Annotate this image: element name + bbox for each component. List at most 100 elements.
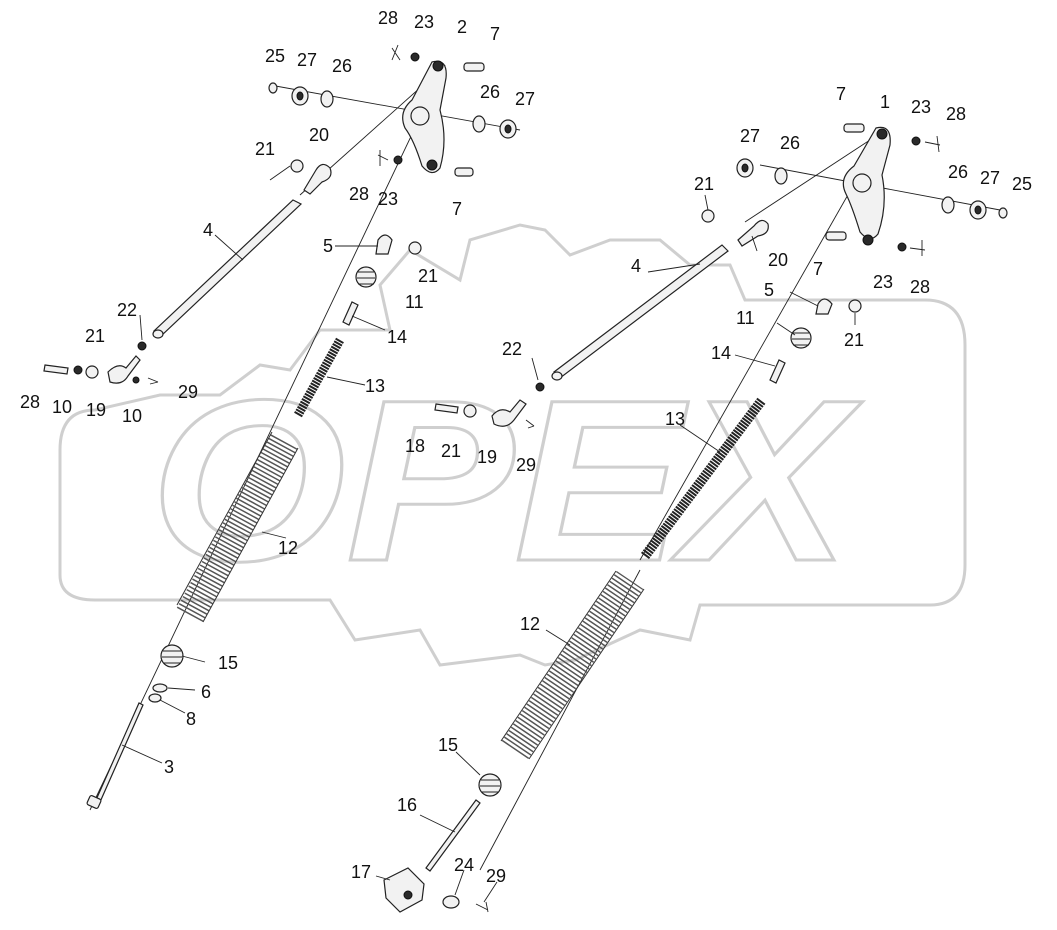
tube-4-left: [152, 199, 303, 336]
nut-23-bottom: [393, 155, 403, 165]
callout-21: 21: [441, 441, 461, 461]
callout-7: 7: [490, 24, 500, 44]
nut-21-top: [290, 159, 304, 173]
watermark-text: OPEX: [150, 352, 863, 609]
cotter-28-right-bottom: [909, 240, 926, 256]
pin-7-right-bottom: [825, 231, 847, 241]
callout-28: 28: [378, 8, 398, 28]
callout-labels: 28 23 2 7 25 27 26 26 27 21 20 28 23 7 4…: [20, 8, 1032, 886]
washer-10-a: [73, 365, 83, 375]
callout-27: 27: [740, 126, 760, 146]
nut-23-top: [410, 52, 420, 62]
callout-27: 27: [515, 89, 535, 109]
callout-22: 22: [502, 339, 522, 359]
callout-26: 26: [332, 56, 352, 76]
watermark-gear-outline: [58, 223, 967, 667]
ring-26-right-b: [941, 196, 955, 214]
callout-19: 19: [86, 400, 106, 420]
callout-7: 7: [836, 84, 846, 104]
stud-14-right: [769, 359, 786, 384]
callout-23: 23: [873, 272, 893, 292]
washer-5-right: [815, 298, 833, 315]
callout-22: 22: [117, 300, 137, 320]
callout-23: 23: [378, 189, 398, 209]
cup-15-right: [478, 773, 502, 797]
callout-21: 21: [418, 266, 438, 286]
callout-13: 13: [365, 376, 385, 396]
callout-15: 15: [438, 735, 458, 755]
callout-24: 24: [454, 855, 474, 875]
callout-3: 3: [164, 757, 174, 777]
callout-11: 11: [736, 308, 755, 328]
ball-22-left: [137, 341, 147, 351]
callout-29: 29: [178, 382, 198, 402]
callout-28: 28: [349, 184, 369, 204]
cotter-29-bottom: [475, 901, 489, 913]
cotter-28-right-top: [924, 135, 941, 153]
pin-7-right-top: [843, 123, 865, 133]
callout-18: 18: [405, 436, 425, 456]
callout-10: 10: [122, 406, 142, 426]
callout-25: 25: [1012, 174, 1032, 194]
callout-5: 5: [764, 280, 774, 300]
callout-28: 28: [946, 104, 966, 124]
nut-21-right-mid: [848, 299, 862, 313]
nut-23-right-top: [911, 136, 921, 146]
pin-7-bottom: [454, 167, 474, 177]
cup-15-left: [160, 644, 184, 668]
callout-29: 29: [486, 866, 506, 886]
clevis-19-right: [491, 399, 527, 427]
stud-14-left: [342, 301, 359, 326]
callout-26: 26: [948, 162, 968, 182]
callout-21: 21: [255, 139, 275, 159]
callout-21: 21: [844, 330, 864, 350]
rod-16: [425, 799, 481, 872]
callout-8: 8: [186, 709, 196, 729]
washer-5-left: [375, 234, 393, 255]
washer-6: [152, 683, 168, 693]
callout-23: 23: [911, 97, 931, 117]
callout-15: 15: [218, 653, 238, 673]
callout-28: 28: [20, 392, 40, 412]
block-17: [383, 867, 425, 913]
nut-21-right: [408, 241, 422, 255]
spring-12-left: [176, 432, 299, 623]
callout-1: 1: [880, 92, 890, 112]
callout-10: 10: [52, 397, 72, 417]
bolt-3: [95, 702, 144, 803]
callout-12: 12: [520, 614, 540, 634]
callout-20: 20: [309, 125, 329, 145]
callout-5: 5: [323, 236, 333, 256]
callout-27: 27: [980, 168, 1000, 188]
pin-18: [434, 403, 459, 414]
nut-21-right-top: [701, 209, 715, 223]
callout-14: 14: [387, 327, 407, 347]
right-assembly: [375, 123, 1008, 913]
callout-21: 21: [85, 326, 105, 346]
callout-26: 26: [780, 133, 800, 153]
callout-4: 4: [203, 220, 213, 240]
callout-23: 23: [414, 12, 434, 32]
ring-25-left: [268, 82, 278, 94]
ring-25-right: [998, 207, 1008, 219]
callout-13: 13: [665, 409, 685, 429]
washer-10-b: [132, 376, 140, 384]
washer-24: [442, 895, 460, 909]
spring-13-left: [294, 337, 344, 418]
left-assembly: [43, 44, 521, 811]
watermark: OPEX: [58, 223, 967, 667]
callout-6: 6: [201, 682, 211, 702]
callout-19: 19: [477, 447, 497, 467]
callout-2: 2: [457, 17, 467, 37]
nut-21-mid: [463, 404, 477, 418]
callout-27: 27: [297, 50, 317, 70]
callout-12: 12: [278, 538, 298, 558]
callout-4: 4: [631, 256, 641, 276]
ring-26-right: [472, 115, 486, 133]
rod-end-20: [303, 163, 332, 195]
cotter-pin-28-mid: [377, 150, 389, 166]
nut-23-right-bottom: [897, 242, 907, 252]
cotter-29-mid: [525, 419, 535, 429]
nut-21-left: [85, 365, 99, 379]
